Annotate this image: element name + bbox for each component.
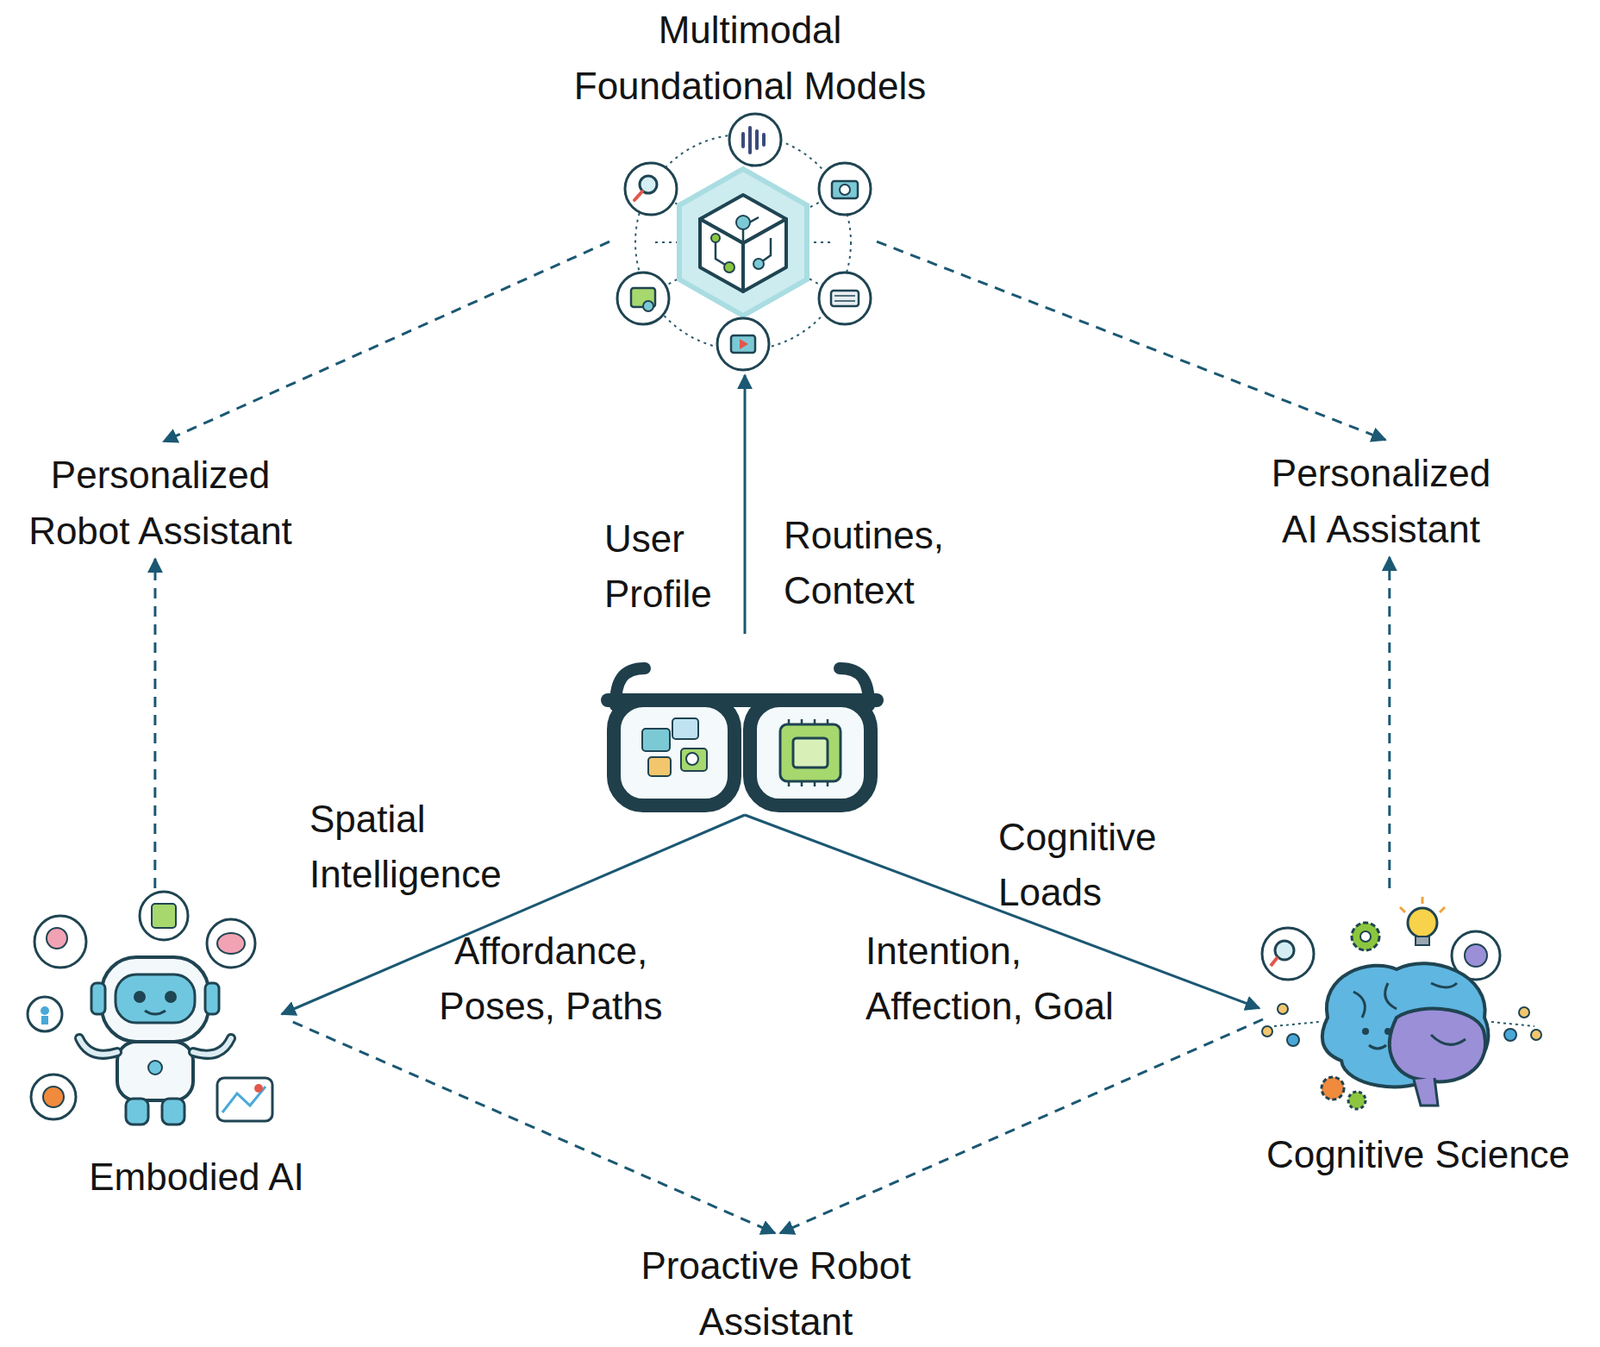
annotation-label: Intention, Affection, Goal	[865, 923, 1142, 1034]
node-label: Cognitive Science	[1241, 1125, 1595, 1182]
outcome-node: Personalized Robot Assistant	[0, 441, 321, 559]
node-label: Embodied AI	[20, 1148, 373, 1205]
dashed-arrow	[163, 241, 610, 442]
edge-label: User Profile	[604, 511, 743, 622]
dashed-arrow	[293, 1021, 775, 1233]
outcome-node: Proactive Robot Assistant	[603, 1232, 949, 1347]
edge-label: Spatial Intelligence	[309, 791, 534, 902]
node-label: Personalized AI Assistant	[1256, 444, 1507, 557]
solid-arrow	[743, 375, 747, 634]
dashed-arrow	[780, 1018, 1263, 1233]
edge-label: Cognitive Loads	[998, 809, 1214, 920]
model-node: Multimodal Foundational Models	[534, 0, 966, 375]
field-node: Cognitive Science	[1241, 887, 1600, 1182]
dashed-arrow	[1387, 556, 1391, 888]
robot-icon	[27, 891, 273, 1125]
annotation-label: Routines, Context	[783, 507, 969, 619]
outcome-node: Personalized AI Assistant	[1224, 439, 1538, 557]
node-label: Personalized Robot Assistant	[9, 446, 312, 559]
node-label: Proactive Robot Assistant	[633, 1237, 919, 1347]
solid-arrow	[281, 814, 745, 1014]
glasses-node	[601, 633, 887, 815]
dashed-arrow	[876, 241, 1386, 440]
foundation-model-icon	[617, 113, 871, 370]
field-node: Embodied AI	[20, 887, 383, 1203]
dashed-arrow	[153, 558, 157, 888]
annotation-label: Affordance, Poses, Paths	[421, 923, 681, 1034]
smart-glasses-icon	[607, 668, 877, 806]
brain-icon	[1262, 896, 1542, 1109]
node-label: Multimodal Foundational Models	[551, 1, 949, 114]
